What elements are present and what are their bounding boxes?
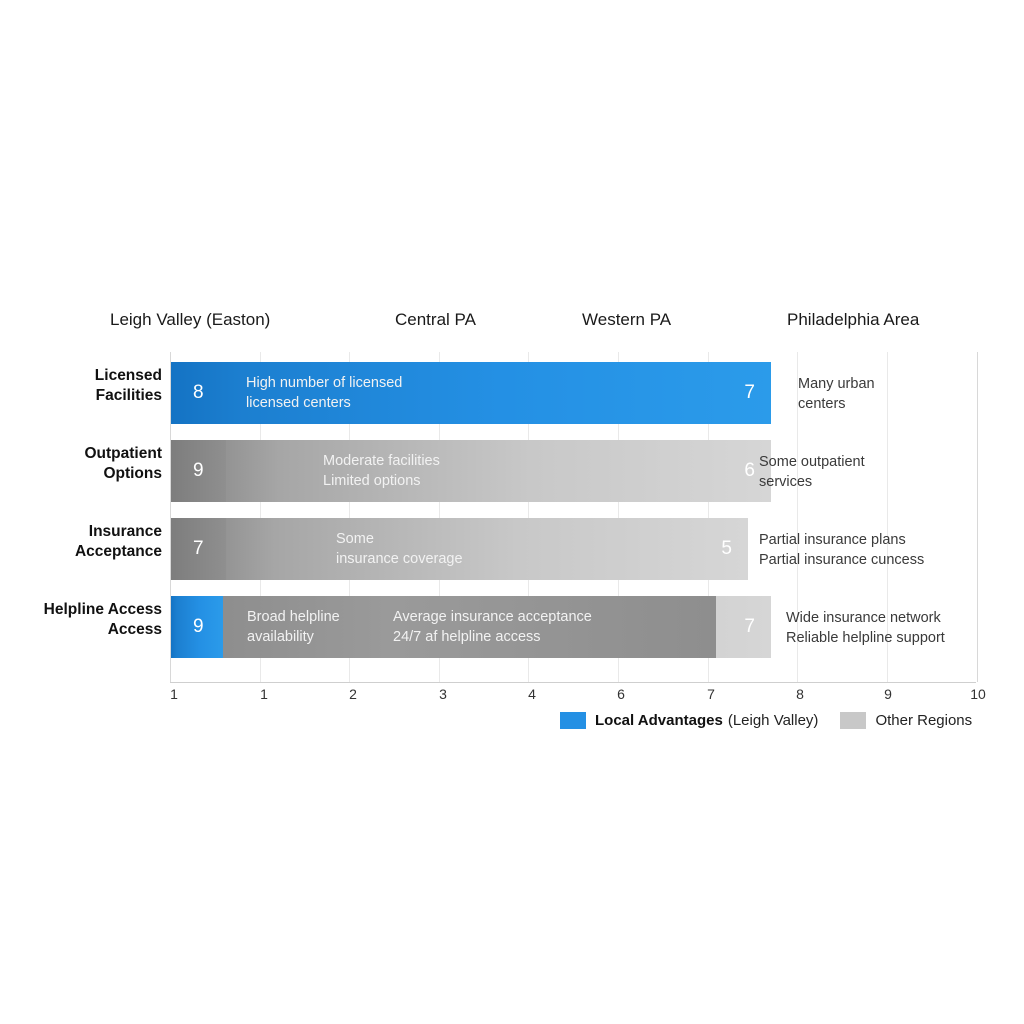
bar-local-advantages[interactable]: 9 bbox=[171, 440, 226, 502]
plot-area: 8 7 High number of licensed licensed cen… bbox=[170, 352, 978, 682]
right-annotation-outpatient: Some outpatient services bbox=[759, 452, 865, 492]
x-tick-3: 3 bbox=[439, 686, 447, 702]
right-annotation-line2: services bbox=[759, 474, 813, 490]
x-tick-4: 4 bbox=[528, 686, 536, 702]
category-labels: Licensed Facilities Outpatient Options I… bbox=[0, 352, 162, 682]
bar-annotation-licensed: High number of licensed licensed centers bbox=[246, 373, 402, 413]
bar-annotation2-line2: 24/7 af helpline access bbox=[393, 629, 541, 645]
x-tick-2: 2 bbox=[349, 686, 357, 702]
bar-annotation-line2: licensed centers bbox=[246, 395, 351, 411]
legend-label-local-strong: Local Advantages bbox=[595, 711, 723, 729]
bar-annotation-line1: Broad helpline bbox=[247, 609, 340, 625]
right-annotation-line1: Wide insurance network bbox=[786, 610, 941, 626]
column-header-western-pa: Western PA bbox=[582, 310, 672, 329]
bar-local-advantages[interactable]: 8 7 bbox=[171, 362, 771, 424]
gridline bbox=[528, 352, 529, 682]
gridline bbox=[797, 352, 798, 682]
legend-label-local: (Leigh Valley) bbox=[727, 711, 819, 729]
bar-local-advantages[interactable]: 9 bbox=[171, 596, 223, 658]
bar-row-licensed-facilities[interactable]: 8 7 High number of licensed licensed cen… bbox=[171, 362, 977, 424]
category-label-licensed-facilities: Licensed Facilities bbox=[95, 366, 162, 406]
right-annotation-licensed: Many urban centers bbox=[798, 374, 875, 414]
gridline bbox=[887, 352, 888, 682]
bar-annotation-line2: insurance coverage bbox=[336, 551, 463, 567]
x-axis bbox=[170, 682, 976, 683]
bar-annotation-line1: Some bbox=[336, 531, 374, 547]
column-headers: Leigh Valley (Easton) Central PA Western… bbox=[110, 310, 1010, 344]
bar-value-local: 9 bbox=[193, 460, 204, 481]
category-label-line1: Licensed bbox=[94, 367, 162, 384]
right-annotation-line2: Reliable helpline support bbox=[786, 630, 945, 646]
right-annotation-insurance: Partial insurance plans Partial insuranc… bbox=[759, 530, 924, 570]
bar-annotation-helpline: Broad helpline availability bbox=[247, 607, 340, 647]
category-label-insurance-acceptance: Insurance Acceptance bbox=[75, 522, 162, 562]
x-tick-8: 9 bbox=[884, 686, 892, 702]
bar-row-helpline-access[interactable]: 7 9 Broad helpline availability Average … bbox=[171, 596, 977, 658]
bar-annotation-outpatient: Moderate facilities Limited options bbox=[323, 451, 440, 491]
bar-annotation-line1: Moderate facilities bbox=[323, 453, 440, 469]
category-label-line2: Access bbox=[107, 621, 162, 638]
bar-annotation-line2: Limited options bbox=[323, 473, 421, 489]
bar-value-other: 7 bbox=[744, 382, 755, 403]
x-tick-1: 1 bbox=[260, 686, 268, 702]
bar-annotation-line1: High number of licensed bbox=[246, 375, 403, 391]
gridline bbox=[439, 352, 440, 682]
right-annotation-helpline: Wide insurance network Reliable helpline… bbox=[786, 608, 945, 648]
column-header-leigh-valley: Leigh Valley (Easton) bbox=[110, 310, 271, 329]
category-label-line2: Facilities bbox=[95, 387, 162, 404]
x-tick-7: 8 bbox=[796, 686, 804, 702]
category-label-line1: Outpatient bbox=[84, 445, 163, 462]
bar-row-outpatient-options[interactable]: 6 9 Moderate facilities Limited options … bbox=[171, 440, 977, 502]
gridline bbox=[618, 352, 619, 682]
legend-swatch-other bbox=[840, 711, 867, 729]
right-annotation-line1: Some outpatient bbox=[759, 454, 865, 470]
bar-value-other: 7 bbox=[744, 616, 755, 637]
bar-value-other: 6 bbox=[744, 460, 755, 481]
bar-annotation2-line1: Average insurance acceptance bbox=[393, 609, 592, 625]
bar-value-local: 9 bbox=[193, 616, 204, 637]
legend-swatch-local bbox=[560, 711, 586, 729]
right-annotation-line1: Many urban bbox=[798, 376, 875, 392]
category-label-line1: Helpline Access bbox=[43, 601, 162, 618]
bar-local-advantages[interactable]: 7 bbox=[171, 518, 226, 580]
bar-value-other: 5 bbox=[721, 538, 732, 559]
category-label-line1: Insurance bbox=[88, 523, 162, 540]
category-label-helpline-access: Helpline Access Access bbox=[44, 600, 162, 640]
bar-other-regions-inner[interactable] bbox=[171, 596, 716, 658]
bar-value-local: 8 bbox=[193, 382, 204, 403]
chart-legend: Local Advantages (Leigh Valley) Other Re… bbox=[560, 708, 972, 732]
bar-other-regions[interactable]: 5 bbox=[171, 518, 748, 580]
right-annotation-line1: Partial insurance plans bbox=[759, 532, 906, 548]
category-label-outpatient-options: Outpatient Options bbox=[85, 444, 163, 484]
bar-annotation-line2: availability bbox=[247, 629, 314, 645]
x-tick-9: 10 bbox=[970, 686, 986, 702]
x-tick-0: 1 bbox=[170, 686, 178, 702]
bar-other-regions[interactable]: 6 bbox=[171, 440, 771, 502]
gridline bbox=[349, 352, 350, 682]
gridline bbox=[260, 352, 261, 682]
category-label-line2: Acceptance bbox=[74, 543, 162, 560]
x-tick-6: 7 bbox=[707, 686, 715, 702]
right-annotation-line2: centers bbox=[798, 396, 846, 412]
legend-label-other: Other Regions bbox=[875, 711, 973, 729]
x-tick-5: 6 bbox=[617, 686, 625, 702]
bar-value-local: 7 bbox=[193, 538, 204, 559]
bar-annotation-insurance: Some insurance coverage bbox=[336, 529, 463, 569]
gridline bbox=[708, 352, 709, 682]
column-header-central-pa: Central PA bbox=[395, 310, 476, 329]
bar-row-insurance-acceptance[interactable]: 5 7 Some insurance coverage Partial insu… bbox=[171, 518, 977, 580]
bar-annotation-helpline-secondary: Average insurance acceptance 24/7 af hel… bbox=[393, 607, 592, 647]
right-annotation-line2: Partial insurance cuncess bbox=[759, 552, 925, 568]
column-header-philadelphia: Philadelphia Area bbox=[787, 310, 920, 329]
category-label-line2: Options bbox=[103, 465, 162, 482]
